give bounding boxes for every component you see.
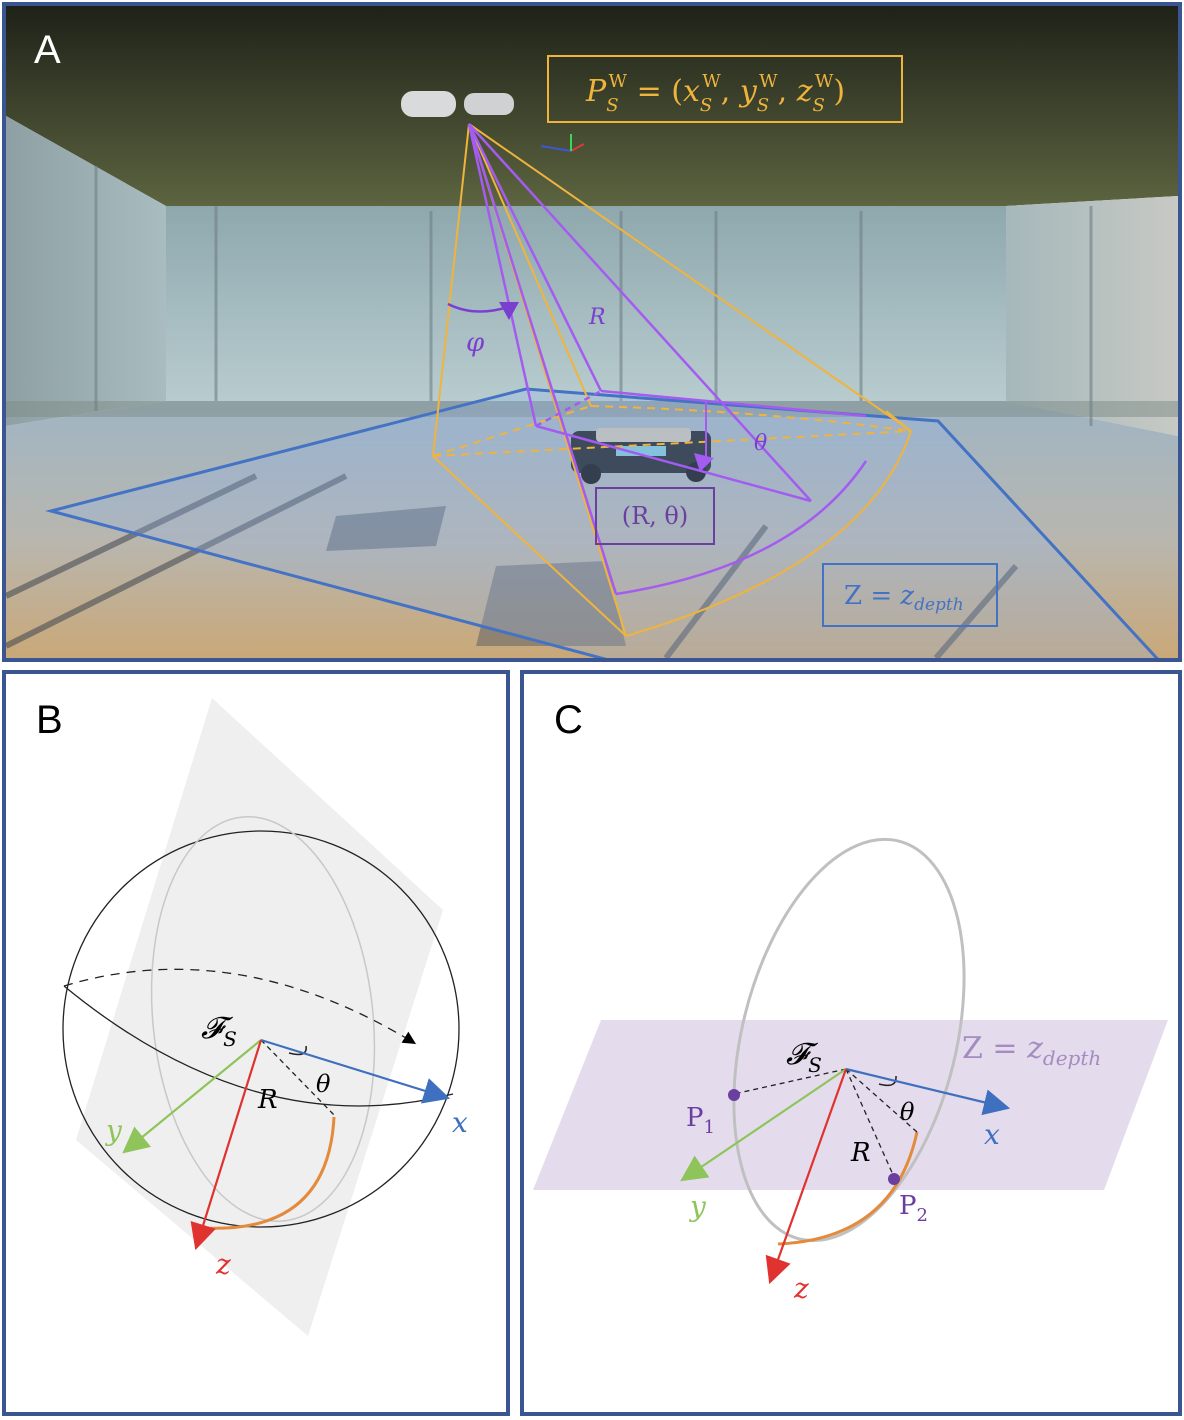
z-axis-label: z (793, 1272, 809, 1305)
z-axis (765, 1068, 848, 1285)
sphere-diagram-svg: 𝓕S θ R x y z (62, 698, 468, 1336)
floor-lane-lines (6, 473, 1019, 658)
panel-c-plane-intersection-diagram: 𝓕S Z = zdepth θ R x y z P1 P2 C (520, 670, 1182, 1416)
sonar-frame-label: 𝓕S (786, 1037, 822, 1077)
y-axis-label: y (688, 1190, 707, 1223)
point-p2 (888, 1173, 900, 1185)
p1-label: P1 (686, 1103, 715, 1138)
y-axis (680, 1068, 847, 1182)
range-r-label: R (588, 305, 606, 330)
equator-front (63, 985, 454, 1107)
range-arrowhead (694, 453, 714, 472)
x-axis (845, 1067, 1011, 1116)
plane-label-box (822, 563, 998, 627)
point-p1 (728, 1089, 740, 1101)
floor-shadow-2 (476, 561, 626, 646)
position-label-box (547, 55, 903, 123)
theta-label: θ (316, 1070, 331, 1098)
left-wall (6, 116, 166, 426)
range-r-label: R (850, 1138, 871, 1168)
depth-plane (533, 1020, 1168, 1190)
sonar-device (401, 91, 585, 152)
beam-arc (777, 1131, 919, 1246)
dashed-rays (733, 1068, 918, 1178)
vertical-great-circle (732, 837, 966, 1243)
sphere-outline (62, 830, 460, 1228)
panel-b-letter: B (36, 698, 63, 742)
x-axis-label: x (984, 1118, 1000, 1151)
beam-arc (203, 1116, 336, 1230)
range-r-label: R (257, 1085, 278, 1115)
depth-plane-label: Z = zdepth (844, 581, 964, 615)
panel-a-letter: A (34, 28, 61, 72)
angle-theta-label: θ (754, 431, 767, 456)
x-axis (260, 1038, 451, 1104)
p2-label: P2 (899, 1191, 928, 1226)
plane-intersection-svg: 𝓕S Z = zdepth θ R x y z P1 P2 (533, 837, 1168, 1305)
floor-shadow (326, 506, 446, 551)
sonar-beam (447, 123, 868, 596)
sonar-position-label: PSW = (xSW, ySW, zSW) (585, 71, 845, 116)
depth-plane (45, 387, 1159, 658)
panel-a-simulation-scene: PSW = (xSW, ySW, zSW) φ R θ (R, θ) Z = z… (2, 2, 1182, 662)
panel-b-sphere-diagram: 𝓕S θ R x y z B (2, 670, 510, 1416)
rov-robot (571, 428, 711, 484)
angle-phi-label: φ (466, 328, 485, 358)
polar-coord-label: (R, θ) (622, 502, 689, 530)
z-axis (190, 1039, 263, 1251)
pool-floor (6, 401, 1178, 658)
vertical-plane (76, 698, 443, 1336)
panel-c-letter: C (554, 698, 583, 742)
phi-arrowhead (499, 302, 519, 320)
polar-coord-box (595, 487, 715, 545)
sonar-field-of-view (432, 123, 912, 637)
z-axis-label: z (215, 1248, 231, 1281)
y-axis (122, 1039, 262, 1154)
y-axis-label: y (104, 1114, 123, 1147)
theta-arc (878, 1075, 897, 1087)
x-axis-label: x (452, 1106, 468, 1139)
vertical-great-circle (150, 816, 376, 1222)
back-wall (166, 206, 1006, 401)
depth-plane-label: Z = zdepth (962, 1031, 1101, 1070)
simulation-scene-svg: PSW = (xSW, ySW, zSW) φ R θ (R, θ) Z = z… (6, 6, 1178, 658)
theta-label: θ (900, 1098, 915, 1126)
wall-pillars (94, 166, 1093, 426)
